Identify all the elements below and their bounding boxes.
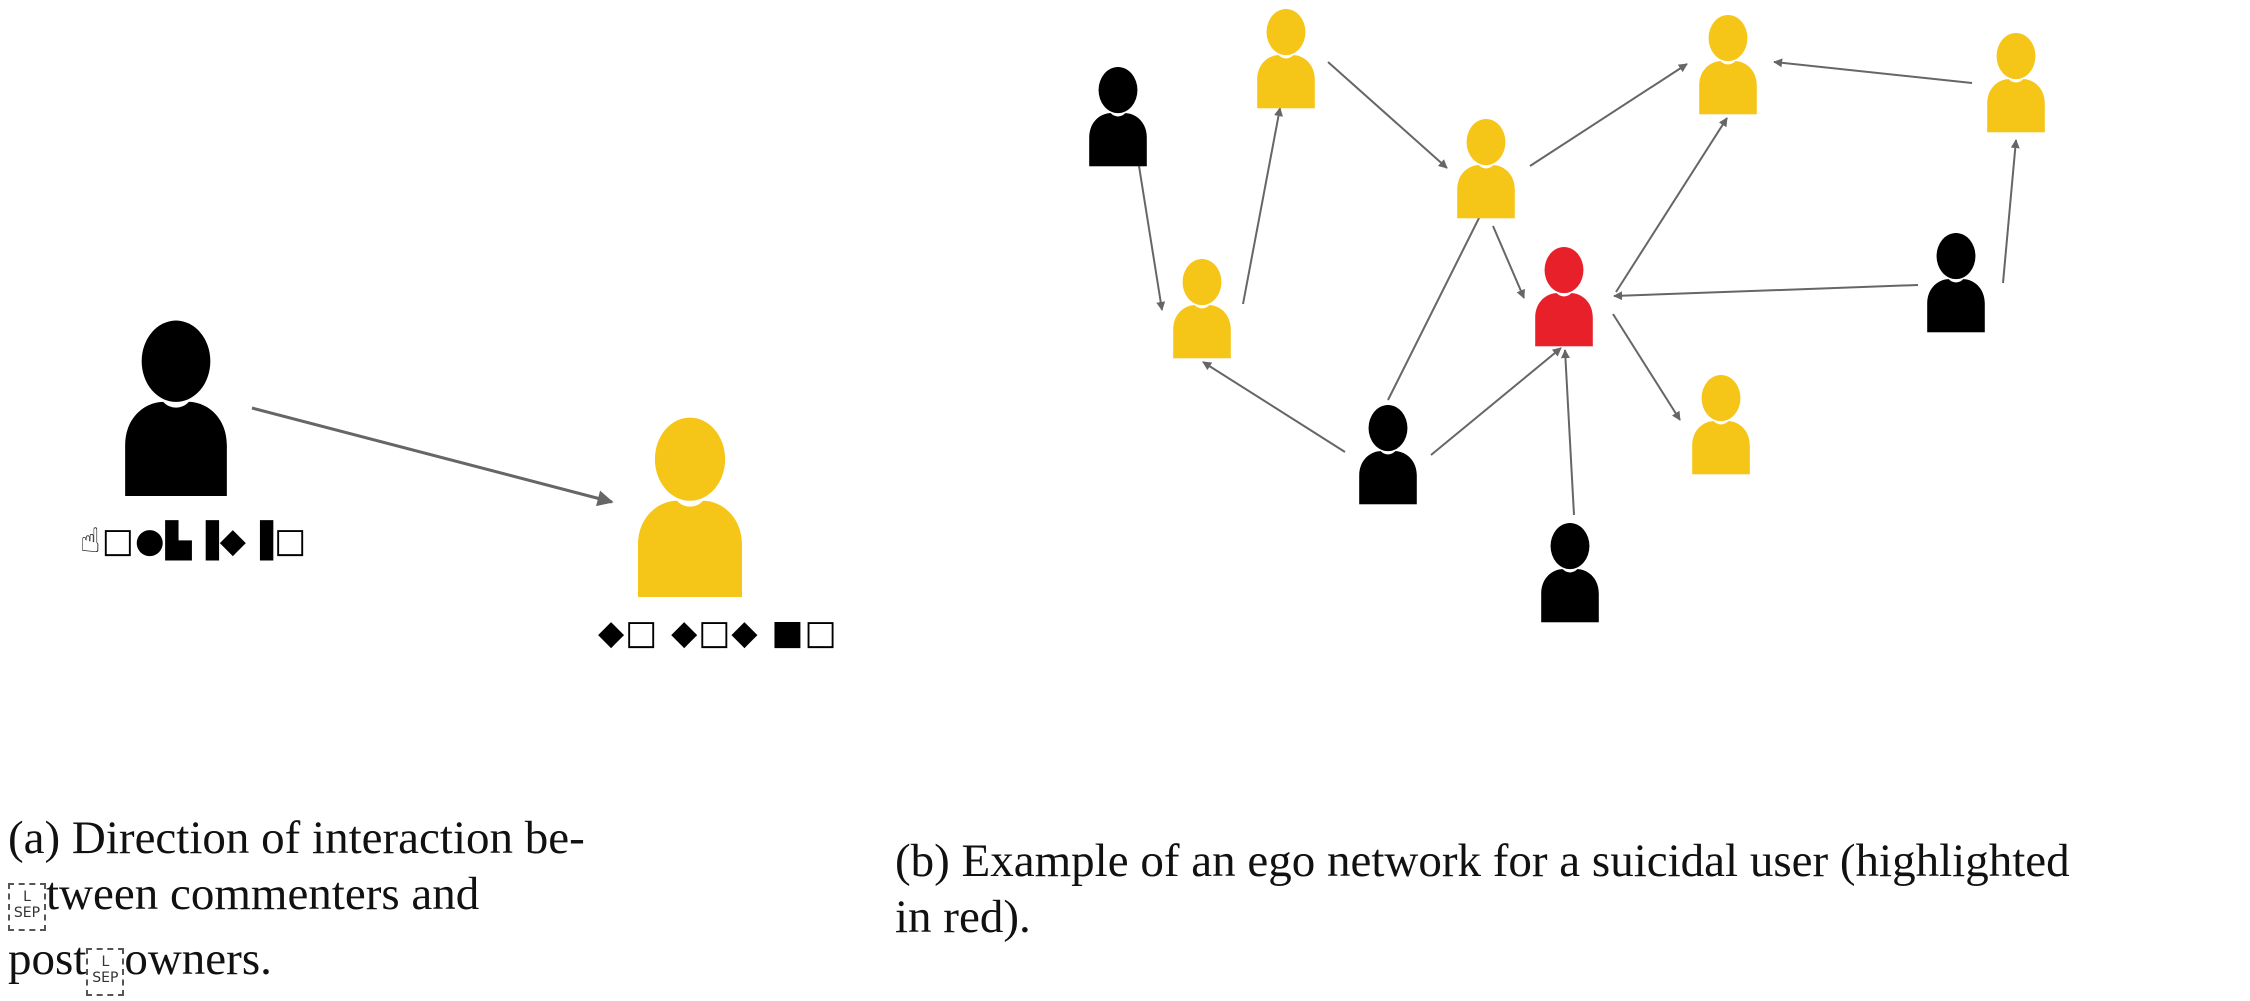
caption-a-line-2-text: tween commenters and bbox=[46, 868, 480, 920]
post-owner-person-icon bbox=[638, 418, 742, 597]
poster-person-icon bbox=[1457, 119, 1515, 218]
commenter-person-icon bbox=[1089, 67, 1147, 166]
panel-b-nodes bbox=[1089, 9, 2045, 622]
network-edge bbox=[1242, 107, 1283, 305]
commenter-to-owner-edge bbox=[251, 406, 614, 507]
commenter-person-icon bbox=[125, 321, 227, 496]
network-edge bbox=[1327, 61, 1448, 169]
network-edge bbox=[1492, 225, 1525, 299]
caption-a-line-3-end: owners. bbox=[124, 933, 272, 985]
commenter-label: ☝□●▙▐◆▐□ bbox=[80, 519, 307, 561]
caption-b-line-2: in red). bbox=[895, 891, 1031, 943]
network-edge bbox=[1613, 284, 1919, 301]
poster-person-icon bbox=[1173, 259, 1231, 358]
poster-person-icon bbox=[1699, 15, 1757, 114]
network-edge bbox=[1138, 165, 1166, 311]
poster-person-icon bbox=[1257, 9, 1315, 108]
network-edge bbox=[1615, 117, 1728, 293]
network-edge bbox=[1773, 58, 1973, 84]
network-edge bbox=[1387, 205, 1486, 401]
commenter-person-icon bbox=[1541, 523, 1599, 622]
network-edge bbox=[1430, 347, 1562, 456]
suicidal-user-person-icon bbox=[1535, 247, 1593, 346]
network-edge bbox=[1560, 349, 1575, 516]
network-edge bbox=[1612, 313, 1681, 421]
network-edge bbox=[1202, 361, 1346, 453]
panel-b-edges bbox=[1138, 58, 2020, 516]
caption-b-line-1: (b) Example of an ego network for a suic… bbox=[895, 835, 2070, 887]
caption-a-line-3-start: post bbox=[8, 933, 87, 985]
post-owner-label: ◆□ ◆□◆ ■□ bbox=[598, 613, 838, 653]
network-edge bbox=[1529, 63, 1688, 167]
network-edge bbox=[2002, 139, 2020, 284]
caption-a-line-1: (a) Direction of interaction be- bbox=[8, 812, 585, 864]
poster-person-icon bbox=[1987, 33, 2045, 132]
commenter-person-icon bbox=[1927, 233, 1985, 332]
poster-person-icon bbox=[1692, 375, 1750, 474]
panel-a: ☝□●▙▐◆▐□ ◆□ ◆□◆ ■□ bbox=[80, 321, 838, 653]
commenter-person-icon bbox=[1359, 405, 1417, 504]
panel-b-caption: (b) Example of an ego network for a suic… bbox=[895, 833, 2070, 945]
